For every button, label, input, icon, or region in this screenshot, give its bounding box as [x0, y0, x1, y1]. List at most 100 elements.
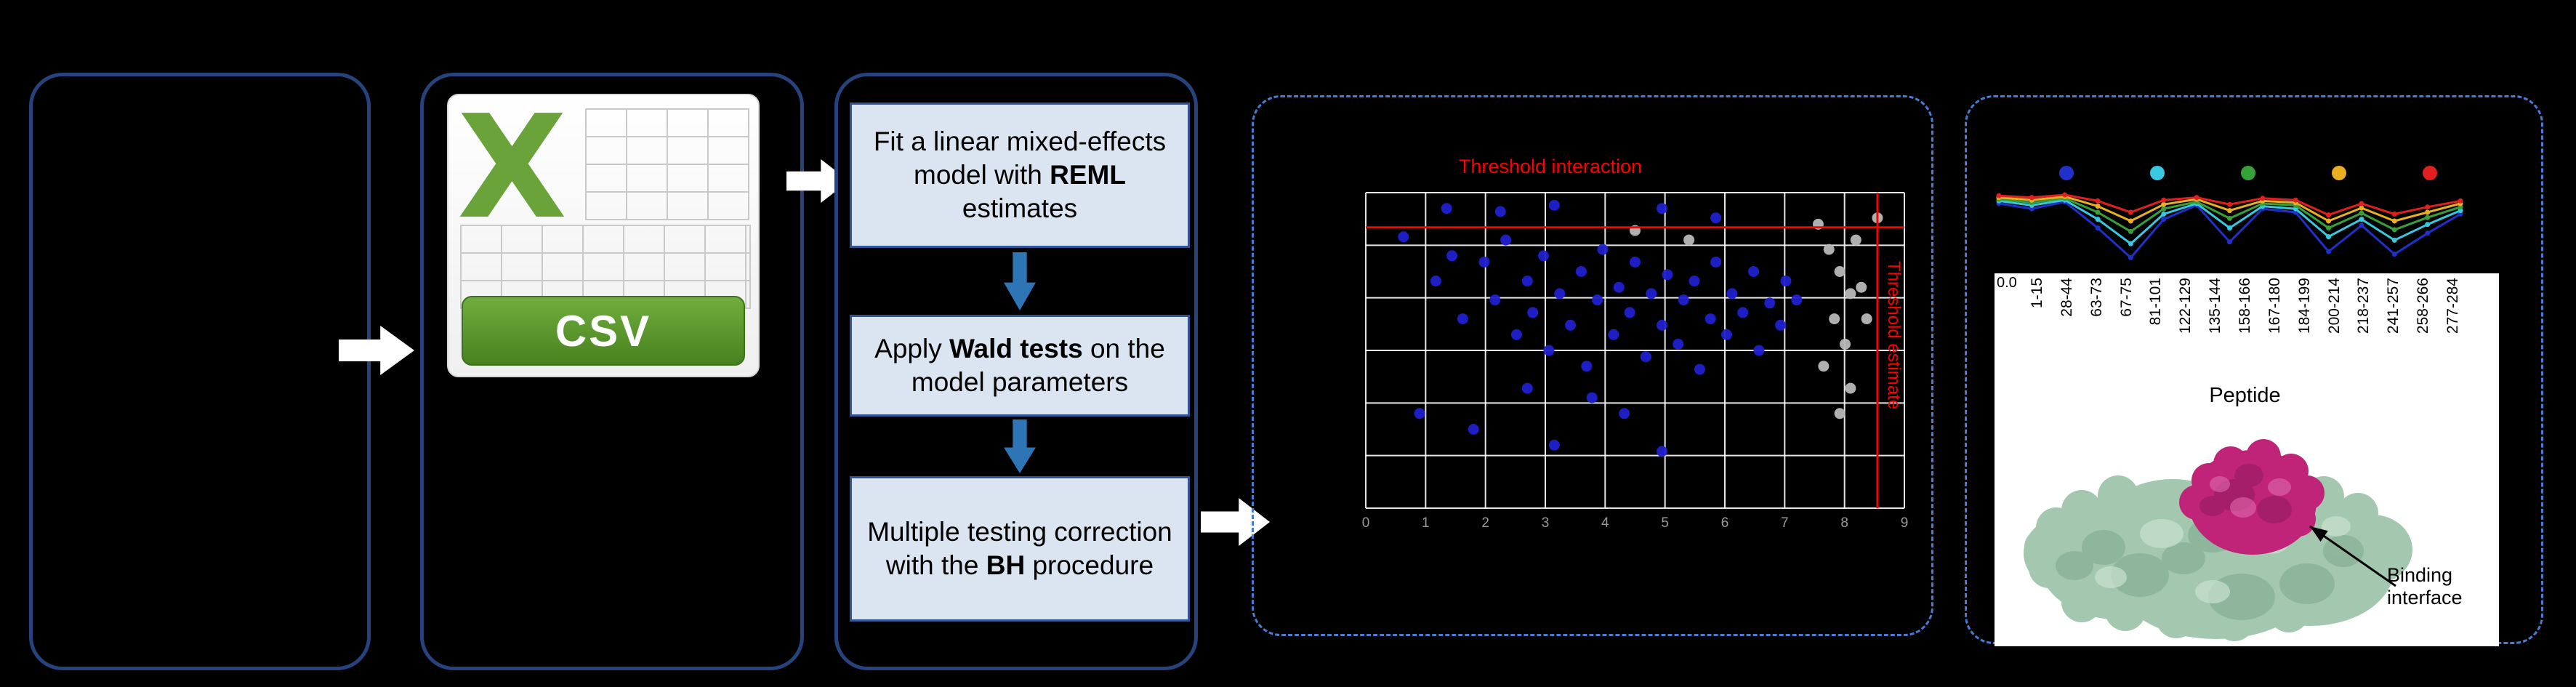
uptake-marker	[2161, 206, 2167, 212]
step-text-bold: BH	[986, 550, 1026, 580]
scatter-point	[1646, 288, 1657, 300]
uptake-marker	[2227, 215, 2232, 221]
uptake-marker	[2029, 206, 2034, 212]
scatter-point	[1430, 276, 1441, 287]
uptake-marker	[2260, 196, 2266, 201]
scatter-point	[1861, 313, 1872, 325]
scatter-point	[1548, 199, 1560, 211]
csv-panel: X CSV	[420, 73, 804, 670]
uptake-marker	[2128, 218, 2133, 224]
uptake-marker	[2425, 230, 2431, 236]
uptake-marker	[2391, 237, 2397, 243]
peptide-tick-label: 277-284	[2444, 278, 2461, 334]
uptake-marker	[2326, 249, 2332, 254]
peptide-tick-label: 135-144	[2207, 278, 2224, 334]
csv-banner: CSV	[462, 296, 745, 366]
x-tick-label: 9	[1901, 515, 1909, 531]
uptake-marker	[2326, 225, 2332, 231]
peptide-tick: 122-129	[2170, 278, 2200, 379]
x-tick-label: 5	[1661, 515, 1669, 531]
binding-site-patch	[2179, 439, 2325, 555]
pipeline-step-text: Fit a linear mixed-effects model with RE…	[862, 125, 1178, 226]
peptide-tick: 277-284	[2438, 278, 2468, 379]
pipeline-step-text: Multiple testing correction with the BH …	[867, 515, 1172, 583]
peptide-tick: 241-257	[2378, 278, 2408, 379]
scatter-point	[1554, 288, 1566, 300]
scatter-point	[1500, 234, 1512, 246]
scatter-point	[1581, 361, 1593, 372]
uptake-marker	[2326, 234, 2332, 240]
uptake-line-chart	[1996, 192, 2463, 260]
pipeline-step-text: Apply Wald tests on the model parameters	[862, 332, 1178, 400]
uptake-marker	[2062, 192, 2068, 198]
peptide-tick-label: 167-180	[2266, 278, 2283, 334]
scatter-point	[1791, 294, 1803, 306]
peptide-tick-label: 200-214	[2325, 278, 2343, 334]
scatter-point	[1683, 234, 1695, 246]
scatter-point	[1565, 319, 1577, 331]
x-tick-label: 4	[1601, 515, 1609, 531]
peptide-tick: 218-237	[2348, 278, 2378, 379]
protein-structure-image	[2024, 439, 2412, 641]
peptide-tick-label: 184-199	[2295, 278, 2313, 334]
scatter-point	[1823, 244, 1835, 255]
x-tick-label: 7	[1781, 515, 1789, 531]
scatter-point	[1619, 408, 1630, 419]
pipeline-step-reml: Fit a linear mixed-effects model with RE…	[850, 103, 1190, 248]
uptake-marker	[2359, 205, 2364, 211]
threshold-interaction-label: Threshold interaction	[1458, 156, 1643, 177]
uptake-marker	[1996, 193, 2002, 198]
uptake-marker	[2095, 204, 2101, 209]
uptake-marker	[2029, 195, 2034, 201]
uptake-marker	[2425, 214, 2431, 220]
peptide-tick: 1-15	[2022, 278, 2052, 379]
peptide-tick: 81-101	[2141, 278, 2170, 379]
peptide-tick: 184-199	[2290, 278, 2319, 379]
scatter-point	[1753, 345, 1765, 356]
x-tick-label: 6	[1721, 515, 1729, 531]
peptide-tick-label: 158-166	[2236, 278, 2253, 334]
scatter-point	[1457, 313, 1468, 325]
uptake-marker	[2161, 197, 2167, 203]
x-tick-label: 8	[1840, 515, 1848, 531]
scatter-point	[1657, 446, 1668, 457]
peptide-tick: 258-266	[2408, 278, 2438, 379]
step-text: Fit a linear mixed-effects model with	[873, 126, 1167, 190]
uptake-marker	[2227, 239, 2232, 245]
scatter-point	[1657, 319, 1668, 331]
scatter-point	[1630, 256, 1641, 268]
csv-file-icon: X CSV	[447, 85, 760, 377]
scatter-point	[1657, 203, 1668, 214]
peptide-tick-label: 122-129	[2177, 278, 2194, 334]
uptake-marker	[2227, 225, 2232, 231]
x-tick-label: 1	[1422, 515, 1430, 531]
legend-dot-icon	[2423, 166, 2437, 180]
peptide-tick: 200-214	[2319, 278, 2349, 379]
scatter-point	[1575, 266, 1587, 277]
csv-sheet: X CSV	[447, 85, 760, 377]
uptake-marker	[2359, 210, 2364, 216]
scatter-point	[1640, 351, 1651, 363]
uptake-marker	[2161, 201, 2167, 207]
scatter-point	[1748, 266, 1760, 277]
legend-dot-icon	[2241, 166, 2255, 180]
uptake-marker	[2391, 211, 2397, 217]
scatter-point	[1710, 212, 1722, 224]
uptake-marker	[2161, 217, 2167, 222]
scatter-point	[1538, 250, 1550, 262]
scatter-point	[1850, 234, 1861, 246]
peptide-tick-label: 63-73	[2088, 278, 2105, 317]
scatter-point	[1624, 307, 1635, 318]
uptake-marker	[2095, 225, 2101, 231]
peptide-tick-label: 81-101	[2147, 278, 2165, 326]
uptake-marker	[2391, 252, 2397, 257]
scatter-point	[1704, 313, 1716, 325]
scatter-point	[1662, 269, 1673, 281]
step-text-bold: Wald tests	[949, 333, 1083, 363]
scatter-point	[1543, 345, 1555, 356]
scatter-point	[1489, 294, 1501, 306]
